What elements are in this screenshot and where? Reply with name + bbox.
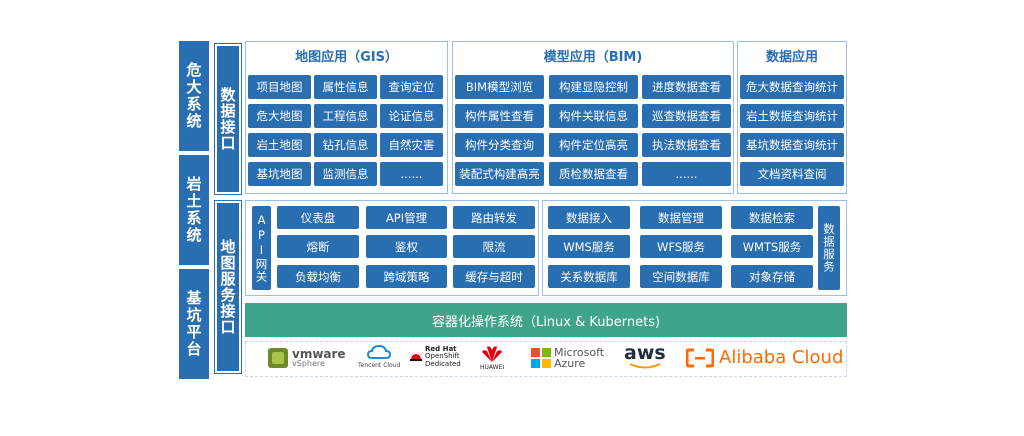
bim-cell: 质检数据查看 [549, 162, 638, 186]
data-service-cell: 数据检索 [731, 206, 813, 229]
container-os-bar: 容器化操作系统（Linux & Kubernets) [245, 303, 847, 337]
bim-cell: 执法数据查看 [642, 133, 731, 157]
bim-cell: 构件定位高亮 [549, 133, 638, 157]
data-service-cell: WMTS服务 [731, 235, 813, 258]
gis-cell: 基坑地图 [248, 162, 311, 186]
data-service-cell: WFS服务 [640, 235, 722, 258]
tencent-cloud-logo: Tencent Cloud [358, 345, 400, 369]
vmware-wordmark: vmware [292, 347, 346, 361]
data-service-cell: WMS服务 [548, 235, 630, 258]
bim-cell: BIM模型浏览 [455, 75, 544, 99]
vmware-icon [268, 348, 288, 368]
microsoft-icon [531, 348, 551, 368]
bim-cell: 构件分类查询 [455, 133, 544, 157]
gis-cell: 自然灾害 [380, 133, 443, 157]
tencent-cloud-icon [367, 345, 392, 359]
api-gateway-label: API网关 [252, 206, 271, 290]
system-jikeng: 基坑平台 [179, 269, 209, 379]
api-gateway-cell: 负载均衡 [277, 265, 359, 288]
system-yantu: 岩土系统 [179, 155, 209, 265]
bim-cell: ...... [642, 162, 731, 186]
aws-smile-icon [629, 363, 661, 369]
gis-cell: 钻孔信息 [314, 133, 377, 157]
gis-cell: 项目地图 [248, 75, 311, 99]
api-gateway-cell: 仪表盘 [277, 206, 359, 229]
bim-cell: 装配式构建高亮 [455, 162, 544, 186]
vsphere-wordmark: vSphere [292, 359, 325, 368]
data-service-cell: 数据管理 [640, 206, 722, 229]
data-service-cell: 空间数据库 [640, 265, 722, 288]
data-service-cell: 数据接入 [548, 206, 630, 229]
bim-cell: 构件属性查看 [455, 104, 544, 128]
data-app-cell: 岩土数据查询统计 [740, 104, 844, 128]
vmware-logo: vmware vSphere [267, 347, 346, 369]
api-gateway-cell: API管理 [366, 206, 447, 229]
tencent-wordmark: Tencent Cloud [358, 362, 401, 369]
bim-cell: 巡查数据查看 [642, 104, 731, 128]
microsoft-azure-logo: Microsoft Azure [531, 347, 604, 369]
bim-title: 模型应用（BIM) [543, 50, 643, 65]
api-gateway-cell: 鉴权 [366, 235, 447, 258]
microsoft-wordmark: Microsoft [554, 346, 605, 359]
api-gateway-cell: 跨域策略 [366, 265, 447, 288]
huawei-logo: HUAWEI [480, 345, 504, 371]
aws-wordmark: aws [624, 342, 666, 364]
gis-cell: ...... [380, 162, 443, 186]
api-gateway-cell: 熔断 [277, 235, 359, 258]
azure-wordmark: Azure [554, 357, 586, 370]
redhat-openshift-logo: Red Hat OpenShift Dedicated [410, 345, 461, 368]
api-gateway-cell: 限流 [453, 235, 535, 258]
data-service-cell: 对象存储 [731, 265, 813, 288]
bim-cell: 进度数据查看 [642, 75, 731, 99]
gis-cell: 工程信息 [314, 104, 377, 128]
openshift-wordmark: OpenShift [425, 352, 460, 361]
gis-cell: 论证信息 [380, 104, 443, 128]
data-app-cell: 危大数据查询统计 [740, 75, 844, 99]
gis-cell: 属性信息 [314, 75, 377, 99]
map-service-interface-label: 地图服务接口 [214, 200, 242, 374]
gis-cell: 查询定位 [380, 75, 443, 99]
data-app-title: 数据应用 [765, 50, 818, 65]
bim-cell: 构建显隐控制 [549, 75, 638, 99]
aws-logo: aws [624, 344, 666, 370]
alibaba-cloud-logo: Alibaba Cloud [686, 347, 843, 368]
alibaba-icon [686, 348, 714, 367]
gis-cell: 岩土地图 [248, 133, 311, 157]
dedicated-wordmark: Dedicated [425, 359, 461, 368]
data-interface-label: 数据接口 [214, 43, 242, 195]
huawei-icon [482, 346, 503, 362]
system-weida: 危大系统 [179, 41, 209, 151]
gis-cell: 监测信息 [314, 162, 377, 186]
data-service-cell: 关系数据库 [548, 265, 630, 288]
data-app-cell: 文档资料查阅 [740, 162, 844, 186]
api-gateway-cell: 缓存与超时 [453, 265, 535, 288]
redhat-icon [410, 354, 422, 362]
data-service-label: 数据服务 [818, 206, 840, 290]
alibaba-wordmark: Alibaba Cloud [719, 347, 844, 368]
bim-cell: 构件关联信息 [549, 104, 638, 128]
redhat-wordmark: Red Hat [425, 345, 457, 353]
gis-cell: 危大地图 [248, 104, 311, 128]
gis-title: 地图应用（GIS） [295, 50, 398, 65]
huawei-wordmark: HUAWEI [480, 364, 505, 371]
data-app-cell: 基坑数据查询统计 [740, 133, 844, 157]
api-gateway-cell: 路由转发 [453, 206, 535, 229]
